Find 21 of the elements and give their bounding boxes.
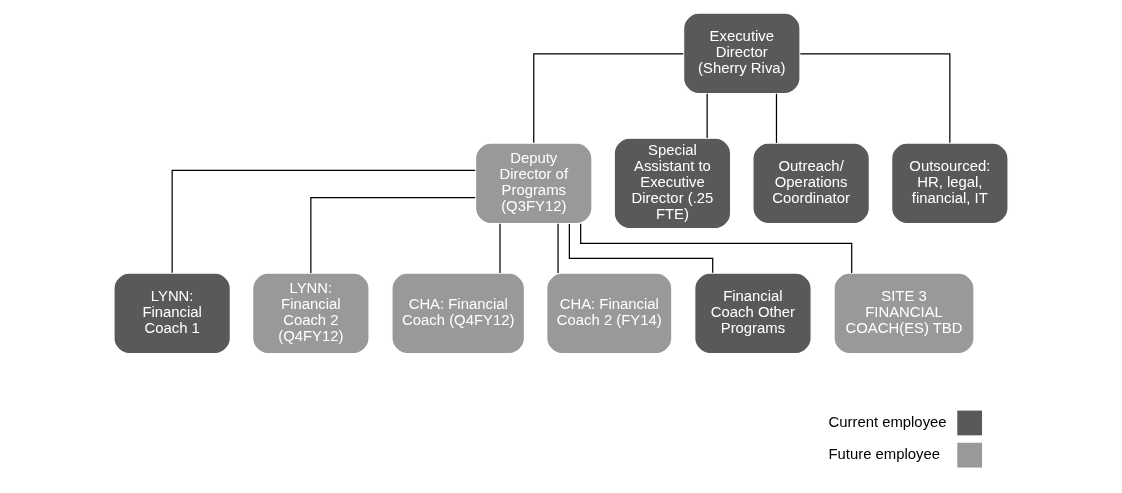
node-box: Special Assistant to Executive Director (.25 FTE) [613, 137, 732, 230]
node-box: LYNN: Financial Coach 1 [113, 272, 231, 355]
connector [533, 53, 684, 144]
node-box: CHA: Financial Coach 2 (FY14) [546, 272, 673, 355]
node-box: Financial Coach Other Programs [694, 272, 812, 355]
connector [799, 53, 951, 144]
connector [557, 223, 559, 274]
node-box: Outsourced: HR, legal, financial, IT [891, 142, 1009, 225]
connector [580, 223, 853, 274]
connector [171, 169, 476, 274]
node-box: Executive Director (Sherry Riva) [683, 12, 801, 95]
legend-label: Current employee [828, 413, 947, 430]
node-box: Outreach/ Operations Coordinator [752, 142, 870, 225]
connector [310, 196, 476, 274]
connector [706, 93, 708, 139]
node-box: CHA: Financial Coach (Q4FY12) [391, 272, 526, 355]
node-box: LYNN: Financial Coach 2 (Q4FY12) [252, 272, 370, 355]
node-box: Deputy Director of Programs (Q3FY12) [474, 142, 593, 225]
node-box: SITE 3 FINANCIAL COACH(ES) TBD [833, 272, 975, 355]
connector [775, 93, 778, 144]
legend-label: Future employee [828, 446, 940, 462]
